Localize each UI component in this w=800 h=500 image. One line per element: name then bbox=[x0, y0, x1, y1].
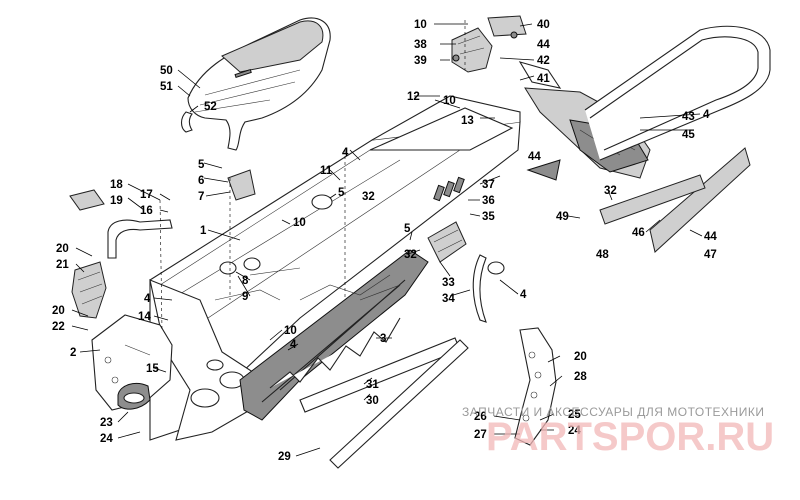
callout-19: 19 bbox=[110, 195, 123, 207]
grab-handle-part bbox=[107, 219, 173, 259]
callout-10: 10 bbox=[443, 95, 456, 107]
rear-bumper-part bbox=[584, 25, 771, 161]
callout-37: 37 bbox=[482, 179, 495, 191]
callout-4: 4 bbox=[520, 289, 527, 301]
bracket-6-7-part bbox=[227, 169, 256, 201]
callout-32: 32 bbox=[604, 185, 617, 197]
seat-part bbox=[180, 17, 331, 151]
callout-18: 18 bbox=[110, 179, 123, 191]
callout-43: 43 bbox=[682, 111, 695, 123]
callout-41: 41 bbox=[537, 73, 550, 85]
callout-49: 49 bbox=[556, 211, 569, 223]
callout-47: 47 bbox=[704, 249, 717, 261]
callout-8: 8 bbox=[242, 275, 249, 287]
callout-28: 28 bbox=[574, 371, 587, 383]
callout-42: 42 bbox=[537, 55, 550, 67]
callout-24: 24 bbox=[100, 433, 113, 445]
callout-20: 20 bbox=[56, 243, 69, 255]
callout-44: 44 bbox=[528, 151, 541, 163]
callout-45: 45 bbox=[682, 129, 695, 141]
callout-39: 39 bbox=[414, 55, 427, 67]
skid-bar-part bbox=[299, 284, 469, 469]
callout-31: 31 bbox=[366, 379, 379, 391]
callout-14: 14 bbox=[138, 311, 151, 323]
callout-3: 3 bbox=[380, 333, 386, 345]
callout-10: 10 bbox=[293, 217, 306, 229]
callout-44: 44 bbox=[537, 39, 550, 51]
plate-5-part bbox=[311, 194, 333, 210]
callout-48: 48 bbox=[596, 249, 609, 261]
callout-32: 32 bbox=[362, 191, 375, 203]
plate-8-9-part bbox=[219, 257, 261, 275]
callout-33: 33 bbox=[442, 277, 455, 289]
callout-9: 9 bbox=[242, 291, 248, 303]
cable-guide-part bbox=[472, 254, 505, 323]
callout-44: 44 bbox=[704, 231, 717, 243]
callout-13: 13 bbox=[461, 115, 474, 127]
callout-22: 22 bbox=[52, 321, 65, 333]
callout-20: 20 bbox=[52, 305, 65, 317]
callout-38: 38 bbox=[414, 39, 427, 51]
callout-4: 4 bbox=[342, 147, 349, 159]
callout-50: 50 bbox=[160, 65, 173, 77]
bracket-33-part bbox=[427, 221, 467, 263]
callout-25: 25 bbox=[568, 409, 581, 421]
callout-12: 12 bbox=[407, 91, 420, 103]
callout-17: 17 bbox=[140, 189, 153, 201]
callout-30: 30 bbox=[366, 395, 379, 407]
callout-10: 10 bbox=[414, 19, 427, 31]
cover-part bbox=[117, 382, 151, 410]
callout-32: 32 bbox=[404, 249, 417, 261]
callout-4: 4 bbox=[703, 109, 710, 121]
callout-5: 5 bbox=[198, 159, 205, 171]
callout-5: 5 bbox=[404, 223, 411, 235]
callout-35: 35 bbox=[482, 211, 495, 223]
foot-plate-part bbox=[514, 327, 557, 446]
callout-5: 5 bbox=[338, 187, 345, 199]
front-plate-part bbox=[91, 314, 173, 411]
rear-bracket-part bbox=[451, 15, 527, 73]
callout-36: 36 bbox=[482, 195, 495, 207]
callout-1: 1 bbox=[200, 225, 207, 237]
callout-40: 40 bbox=[537, 19, 550, 31]
callout-2: 2 bbox=[70, 347, 76, 359]
callout-4: 4 bbox=[144, 293, 151, 305]
callout-29: 29 bbox=[278, 451, 291, 463]
callout-7: 7 bbox=[198, 191, 204, 203]
callout-51: 51 bbox=[160, 81, 173, 93]
callout-24: 24 bbox=[568, 425, 581, 437]
callout-26: 26 bbox=[474, 411, 487, 423]
callout-23: 23 bbox=[100, 417, 113, 429]
callout-11: 11 bbox=[320, 165, 333, 177]
callout-27: 27 bbox=[474, 429, 487, 441]
callout-4: 4 bbox=[290, 339, 297, 351]
leader-lines bbox=[71, 20, 703, 457]
watermark-brand: PARTSPOR.RU bbox=[486, 415, 774, 459]
tunnel-frame-part bbox=[149, 95, 521, 441]
callout-16: 16 bbox=[140, 205, 153, 217]
watermark: ЗАПЧАСТИ И АКСЕССУАРЫ ДЛЯ МОТОТЕХНИКИ PA… bbox=[462, 405, 774, 459]
watermark-caption: ЗАПЧАСТИ И АКСЕССУАРЫ ДЛЯ МОТОТЕХНИКИ bbox=[462, 405, 764, 419]
callout-labels: 10 40 38 44 39 42 41 50 51 52 12 10 13 4… bbox=[52, 19, 717, 463]
callout-52: 52 bbox=[204, 101, 217, 113]
side-panel-part bbox=[599, 147, 751, 253]
callout-21: 21 bbox=[56, 259, 69, 271]
callout-6: 6 bbox=[198, 175, 204, 187]
callout-20: 20 bbox=[574, 351, 587, 363]
callout-34: 34 bbox=[442, 293, 455, 305]
footrest-part bbox=[69, 189, 107, 319]
callout-15: 15 bbox=[146, 363, 159, 375]
callout-46: 46 bbox=[632, 227, 645, 239]
callout-10: 10 bbox=[284, 325, 297, 337]
